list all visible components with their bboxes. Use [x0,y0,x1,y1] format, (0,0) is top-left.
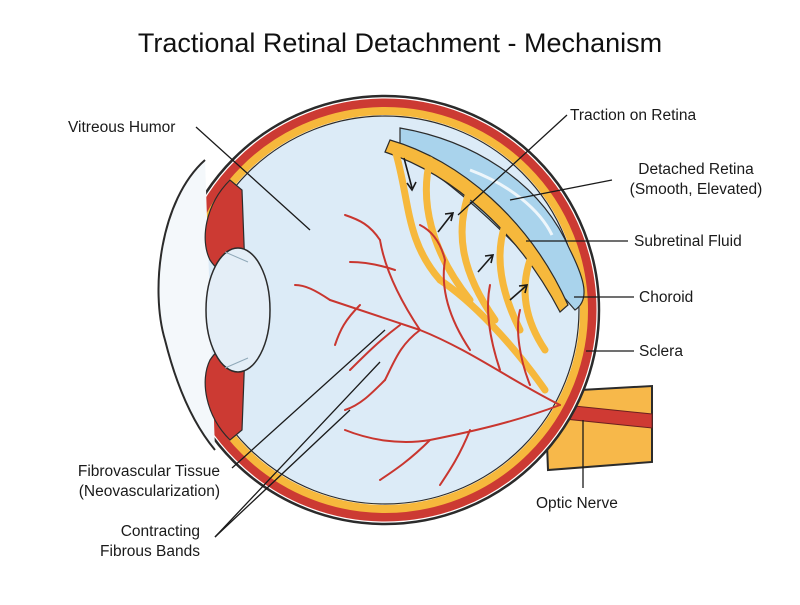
label-detached-retina: Detached Retina (Smooth, Elevated) [616,160,776,200]
label-fibrovascular-line1: Fibrovascular Tissue [77,463,220,480]
label-vitreous-humor: Vitreous Humor [68,119,176,136]
label-traction-on-retina: Traction on Retina [570,107,697,124]
neovascular-vessels [294,214,561,486]
label-fibrovascular-line2: (Neovascularization) [78,483,220,500]
label-detached-retina-line2: (Smooth, Elevated) [629,181,763,198]
subretinal-fluid-region [384,127,585,313]
label-contracting-line1: Contracting [120,523,200,540]
label-sclera: Sclera [639,343,683,360]
page-title: Tractional Retinal Detachment - Mechanis… [137,28,663,58]
label-optic-nerve: Optic Nerve [536,495,618,512]
fibrous-bands [391,146,549,394]
label-contracting-bands: Contracting Fibrous Bands [40,522,200,562]
label-contracting-line2: Fibrous Bands [100,543,200,560]
anterior-segment [157,159,271,451]
label-subretinal-fluid: Subretinal Fluid [634,233,742,250]
label-detached-retina-line1: Detached Retina [638,161,754,178]
label-fibrovascular-tissue: Fibrovascular Tissue (Neovascularization… [20,462,220,502]
label-choroid: Choroid [639,289,694,306]
leader-lines [195,114,634,538]
traction-arrows [403,157,529,301]
